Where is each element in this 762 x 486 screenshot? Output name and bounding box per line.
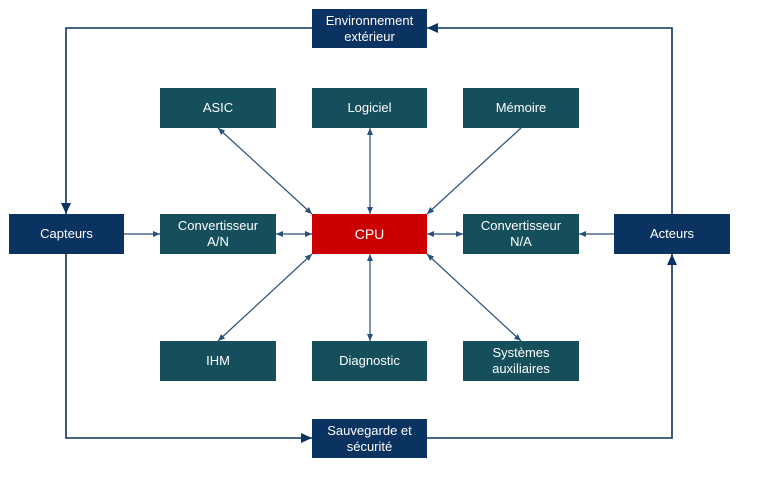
node-sauvegarde-securite: Sauvegarde et sécurité bbox=[312, 419, 427, 458]
connector-capteurs-to-sauvegarde bbox=[65, 254, 312, 443]
node-acteurs: Acteurs bbox=[614, 214, 730, 254]
connector-sauvegarde-to-acteurs bbox=[427, 254, 677, 439]
connector-systemes-cpu bbox=[426, 253, 522, 342]
connector-environnement-to-capteurs bbox=[61, 27, 312, 214]
node-asic: ASIC bbox=[160, 88, 276, 128]
connector-asic-cpu bbox=[217, 127, 313, 215]
node-systemes-auxiliaires: Systèmes auxiliaires bbox=[463, 341, 579, 381]
connector-acteurs-to-environnement bbox=[427, 23, 673, 214]
node-diagnostic: Diagnostic bbox=[312, 341, 427, 381]
node-ihm: IHM bbox=[160, 341, 276, 381]
node-convertisseur-an: Convertisseur A/N bbox=[160, 214, 276, 254]
node-convertisseur-na: Convertisseur N/A bbox=[463, 214, 579, 254]
node-capteurs: Capteurs bbox=[9, 214, 124, 254]
node-environnement-exterieur: Environnement extérieur bbox=[312, 9, 427, 48]
node-memoire: Mémoire bbox=[463, 88, 579, 128]
node-logiciel: Logiciel bbox=[312, 88, 427, 128]
node-cpu: CPU bbox=[312, 214, 427, 254]
connector-memoire-to-cpu bbox=[426, 127, 522, 215]
connector-ihm-cpu bbox=[217, 253, 313, 342]
